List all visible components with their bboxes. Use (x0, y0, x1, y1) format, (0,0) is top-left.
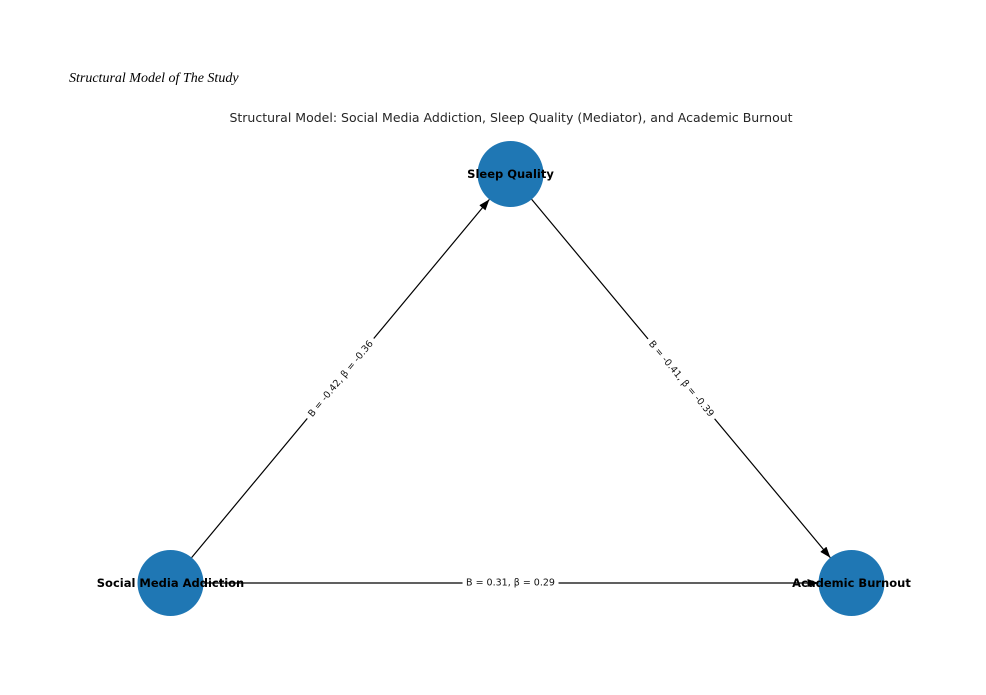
node-label-sleep-quality: Sleep Quality (467, 167, 554, 181)
node-circle-sleep-quality (477, 141, 544, 207)
node-circle-social-media-addiction (137, 550, 204, 616)
node-circle-academic-burnout (818, 550, 885, 616)
figure-title: Structural Model: Social Media Addiction… (229, 110, 793, 125)
document-heading: Structural Model of The Study (69, 71, 239, 86)
node-label-academic-burnout: Academic Burnout (792, 576, 911, 590)
edge-label-sma-to-burnout: B = 0.31, β = 0.29 (462, 575, 559, 591)
node-label-social-media-addiction: Social Media Addiction (96, 576, 245, 590)
